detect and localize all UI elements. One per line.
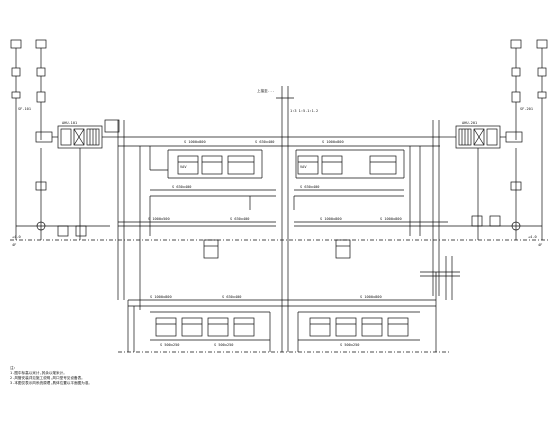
ahu-tag-left: AHU-101 — [62, 121, 77, 125]
duct-label-branch-right-b: S 1000x800 — [380, 217, 402, 221]
main-supply-duct — [118, 136, 440, 310]
floor-tag-left: 4F — [12, 243, 16, 247]
upper-left-equipment — [150, 149, 263, 179]
duct-label-main-mid: S 630x400 — [255, 140, 274, 144]
lower-supply-duct — [127, 271, 460, 352]
left-intake-group — [10, 39, 47, 140]
floor-tag-right: 4F — [538, 243, 542, 247]
left-intake-louver-1 — [10, 39, 22, 49]
level-label-left: +4.0 — [12, 235, 21, 239]
duct-label-branch-left: S 1000x500 — [148, 217, 170, 221]
duct-label-bottom-mid: S 630x400 — [222, 295, 241, 299]
duct-label-main-left: S 1000x800 — [184, 140, 206, 144]
lower-left-equipment — [150, 311, 271, 352]
drawing-notes: 注: 1.图中标高以米计,其余以毫米计。 2.风管安装详见施工说明,风口型号见设… — [10, 366, 210, 386]
fan-tag-left: SF-101 — [18, 107, 31, 111]
duct-label-lower-right: S 630x400 — [300, 185, 319, 189]
duct-label-bottom-mid-small: S 500x250 — [214, 343, 233, 347]
duct-label-branch-right-a: S 1000x800 — [320, 217, 342, 221]
duct-label-branch-mid: S 630x400 — [230, 217, 249, 221]
duct-label-bottom-right: S 1000x800 — [360, 295, 382, 299]
riser-tag: 1:3 1:5.1:1.2 — [290, 109, 318, 113]
notes-line-1: 1.图中标高以米计,其余以毫米计。 — [10, 371, 67, 375]
ahu-tag-right: AHU-201 — [462, 121, 477, 125]
duct-label-bottom-left: S 1000x800 — [150, 295, 172, 299]
notes-line-2: 2.风管安装详见施工说明,风口型号见设备表。 — [10, 376, 85, 380]
fan-tag-right: SF-201 — [520, 107, 533, 111]
notes-line-3: 3.本图仅表示风系统原理,具体位置以平面图为准。 — [10, 381, 92, 385]
stair-note: 上接至... — [257, 88, 274, 93]
duct-label-lower-left: S 630x400 — [172, 185, 191, 189]
lower-right-equipment — [297, 311, 420, 352]
duct-label-bottom-left-small: S 500x250 — [160, 343, 179, 347]
duct-label-bottom-right-small: S 500x250 — [340, 343, 359, 347]
left-ahu — [35, 125, 118, 149]
right-ahu — [440, 125, 523, 149]
left-intake-louver-2 — [35, 39, 47, 49]
level-label-right: +4.0 — [528, 235, 537, 239]
vav-label-right: VAV — [300, 165, 307, 169]
upper-right-equipment — [295, 149, 405, 179]
notes-heading: 注: — [10, 366, 16, 370]
duct-label-main-right: S 1000x800 — [322, 140, 344, 144]
vav-label-left: VAV — [180, 165, 187, 169]
right-intake-group — [510, 39, 548, 240]
